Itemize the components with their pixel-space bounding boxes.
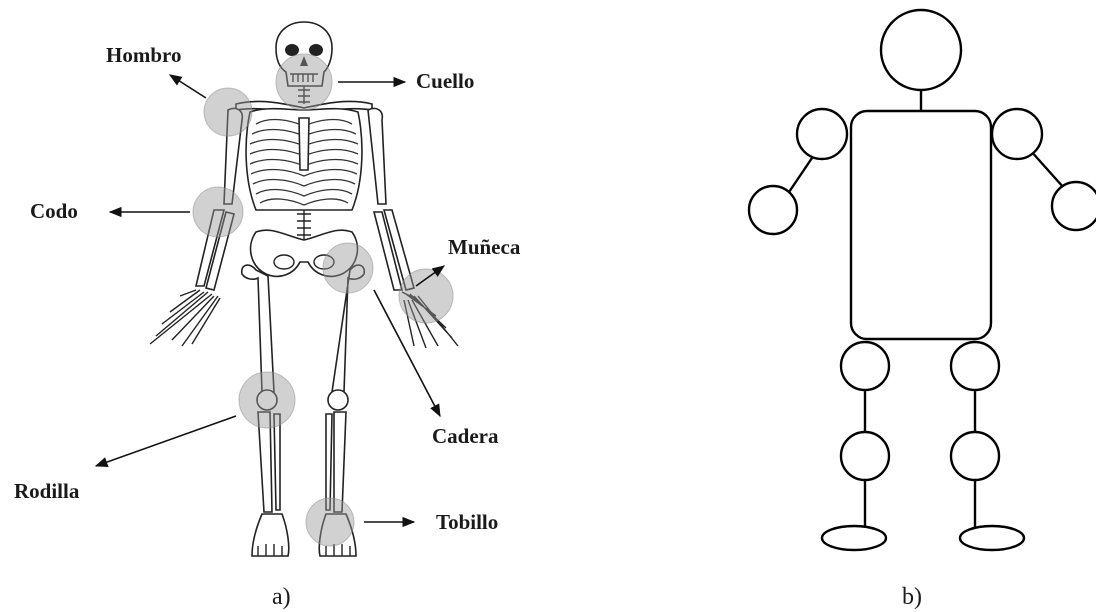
right-knee-circle — [951, 432, 999, 480]
right-upper-arm-segment — [1030, 150, 1064, 188]
label-codo: Codo — [30, 199, 78, 223]
torso-rectangle — [851, 111, 991, 339]
elbow-joint-marker — [193, 187, 243, 237]
panel-b-stick-figure: b) — [749, 10, 1096, 610]
ankle-joint-marker — [306, 498, 354, 546]
rodilla-arrow — [96, 416, 236, 466]
right-shoulder-circle — [992, 109, 1042, 159]
left-knee-circle — [841, 432, 889, 480]
left-upper-arm-segment — [787, 158, 812, 195]
shoulder-joint-marker — [204, 88, 252, 136]
rib-cage — [246, 109, 362, 210]
label-cadera: Cadera — [432, 424, 499, 448]
right-hand-circle — [1052, 182, 1096, 230]
head-circle — [881, 10, 961, 90]
neck-joint-marker — [276, 54, 332, 110]
hombro-arrow — [170, 75, 206, 98]
right-hip-circle — [951, 342, 999, 390]
knee-joint-marker — [239, 372, 295, 428]
label-muneca: Muñeca — [448, 235, 521, 259]
right-foot-ellipse — [960, 526, 1024, 550]
wrist-joint-marker — [399, 269, 453, 323]
label-hombro: Hombro — [106, 43, 181, 67]
label-tobillo: Tobillo — [436, 510, 498, 534]
left-foot-ellipse — [822, 526, 886, 550]
label-cuello: Cuello — [416, 69, 474, 93]
label-rodilla: Rodilla — [14, 479, 80, 503]
caption-a: a) — [272, 584, 291, 610]
left-hip-circle — [841, 342, 889, 390]
hip-joint-marker — [323, 243, 373, 293]
left-shoulder-circle — [797, 109, 847, 159]
panel-a-skeleton: Hombro Cuello Codo Muñeca Cadera Rodilla… — [14, 22, 521, 610]
left-hand-circle — [749, 186, 797, 234]
caption-b: b) — [902, 584, 922, 610]
